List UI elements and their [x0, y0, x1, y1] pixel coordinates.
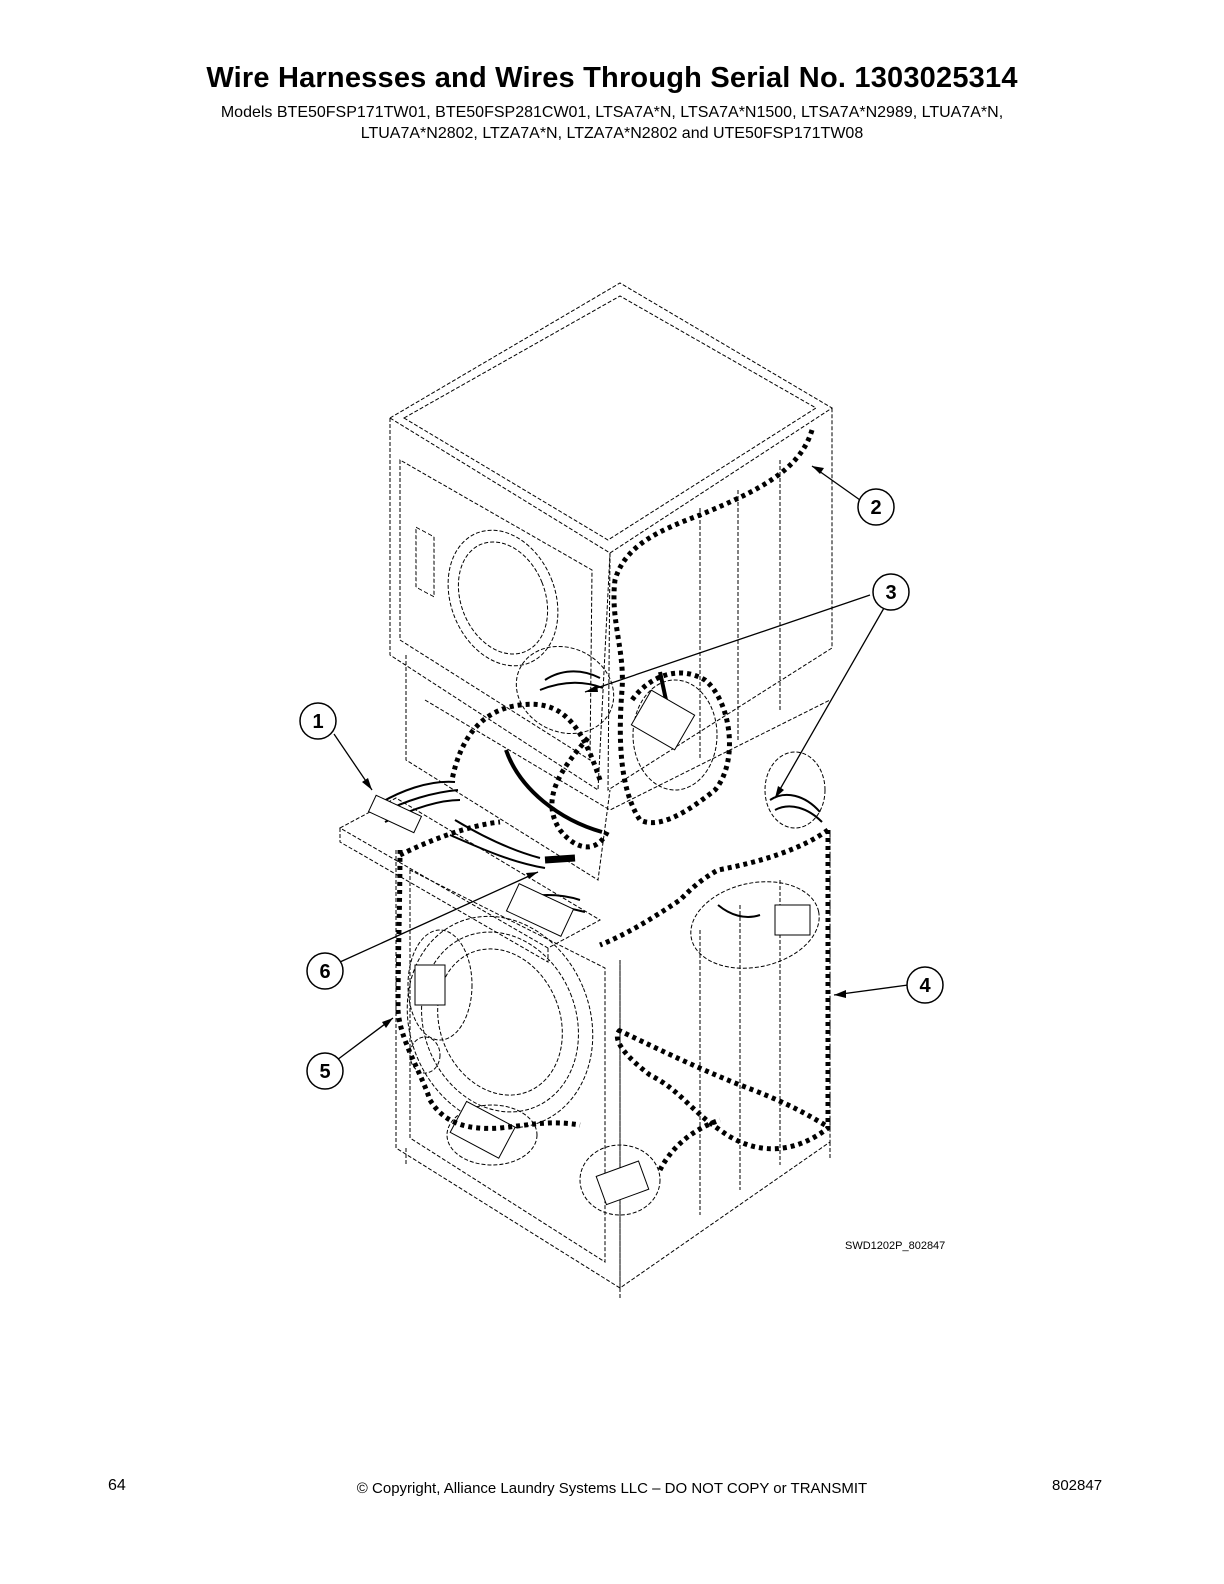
callout-label-6: 6 [319, 961, 330, 983]
callout-2 [857, 488, 895, 526]
callout-label-3: 3 [885, 582, 896, 604]
callout-4 [906, 966, 944, 1004]
callout-label-4: 4 [919, 975, 931, 997]
dryer-door [447, 529, 559, 667]
callout-3 [872, 573, 910, 611]
models-line-2: LTUA7A*N2802, LTZA7A*N, LTZA7A*N2802 and… [360, 125, 864, 142]
callout-1 [299, 702, 337, 740]
washer-front-outline [395, 850, 621, 1289]
models-line-1: Models BTE50FSP171TW01, BTE50FSP281CW01,… [220, 104, 1004, 121]
callout-5 [306, 1052, 344, 1090]
page-title: Wire Harnesses and Wires Through Serial … [206, 62, 1018, 94]
wire-route-washer [614, 830, 831, 1152]
dryer-front-outline [389, 418, 611, 791]
document-number: 802847 [1052, 1477, 1103, 1494]
models-list: Models BTE50FSP171TW01, BTE50FSP281CW01,… [150, 102, 1074, 144]
copyright-notice: © Copyright, Alliance Laundry Systems LL… [356, 1480, 868, 1497]
washer-door [406, 915, 594, 1129]
callout-label-2: 2 [870, 497, 881, 519]
callout-label-5: 5 [319, 1061, 330, 1083]
dryer-side-outline [607, 408, 833, 791]
wire-route-dryer [611, 429, 815, 826]
page-number: 64 [108, 1477, 126, 1494]
callout-6 [306, 952, 344, 990]
callout-label-1: 1 [312, 711, 323, 733]
dryer-top-outline [389, 282, 833, 554]
washer-side-outline [619, 830, 831, 1289]
figure-id: SWD1202P_802847 [845, 1240, 945, 1252]
